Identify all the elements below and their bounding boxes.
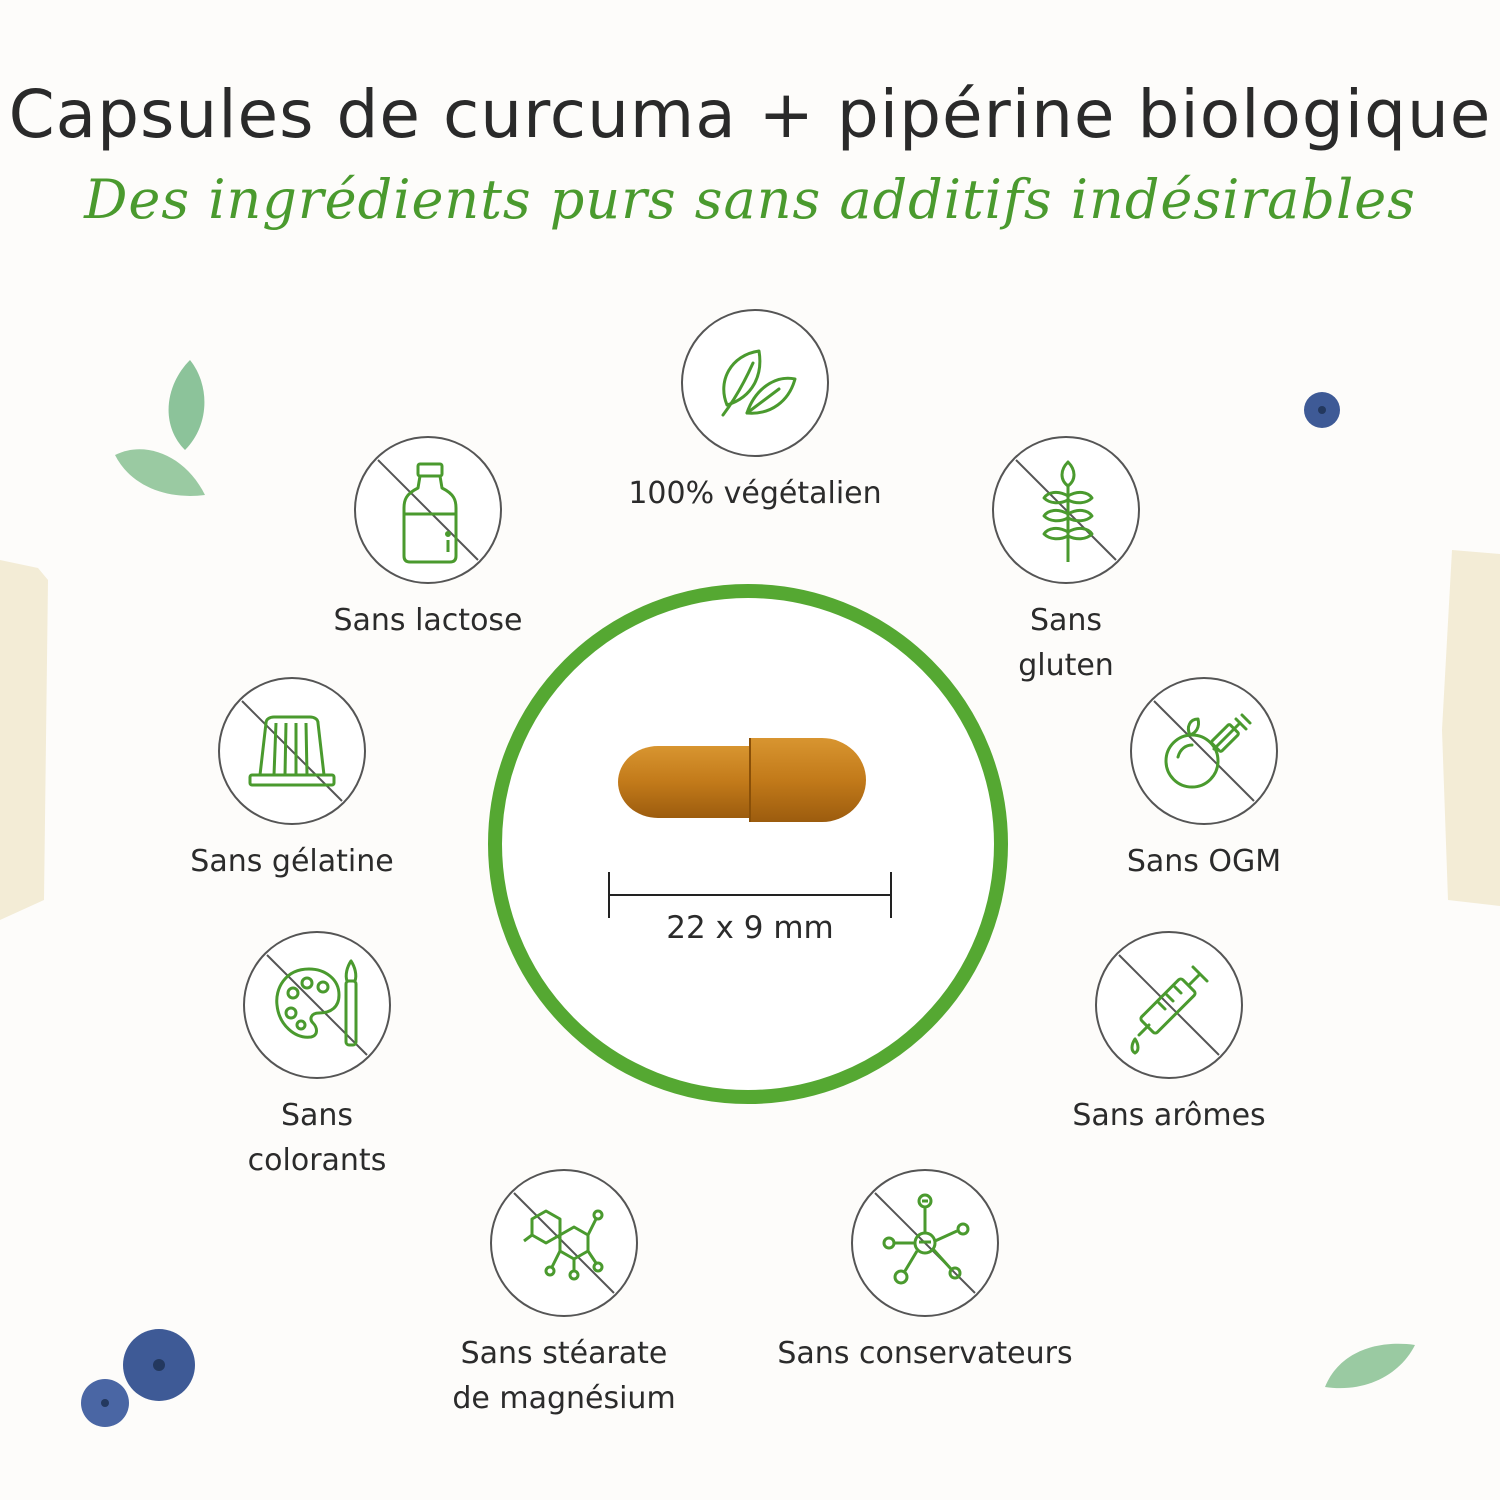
leaves-decoration-top-left	[110, 355, 220, 505]
dimension-line	[606, 868, 896, 922]
leaf-decoration-bottom-right	[1320, 1335, 1420, 1395]
feature-gmo-free-label: Sans OGM	[1126, 844, 1282, 879]
left-ribbon-decoration	[0, 560, 50, 920]
feature-vegan-badge	[681, 309, 829, 457]
capsule-image	[610, 732, 870, 828]
palette-icon	[266, 954, 368, 1056]
feature-colorant-free-label: Sans colorants	[247, 1098, 387, 1178]
feature-preservative-free-badge	[851, 1169, 999, 1317]
feature-gluten-free-badge	[992, 436, 1140, 584]
feature-flavor-free-label: Sans arômes	[1072, 1098, 1266, 1133]
jelly-icon	[241, 700, 343, 802]
capsule-dimension: 22 x 9 mm	[666, 910, 834, 946]
leaf-icon	[721, 349, 797, 417]
feature-preservative-free-label: Sans conservateurs	[777, 1336, 1073, 1371]
feature-gluten-free-label: Sans gluten	[1018, 603, 1114, 683]
molecule-icon	[513, 1192, 615, 1294]
feature-gelatin-free-badge	[218, 677, 366, 825]
milk-bottle-icon	[377, 459, 479, 564]
feature-lactose-free-label: Sans lactose	[333, 603, 523, 638]
feature-magnesium-stearate-free-badge	[490, 1169, 638, 1317]
feature-lactose-free-badge	[354, 436, 502, 584]
feature-colorant-free-badge	[243, 931, 391, 1079]
feature-gmo-free-badge	[1130, 677, 1278, 825]
feature-flavor-free-badge	[1095, 931, 1243, 1079]
feature-magnesium-stearate-free-label: Sans stéarate de magnésium	[452, 1336, 676, 1416]
blueberries-decoration-bottom-left	[75, 1325, 205, 1435]
right-ribbon-decoration	[1440, 550, 1500, 910]
blueberry-decoration-top-right	[1300, 388, 1344, 432]
atom-icon	[874, 1192, 976, 1294]
feature-gelatin-free-label: Sans gélatine	[190, 844, 394, 879]
orange-syringe-icon	[1153, 700, 1255, 802]
page-subtitle: Des ingrédients purs sans additifs indés…	[84, 168, 1416, 231]
syringe-icon	[1118, 954, 1220, 1056]
wheat-icon	[1015, 459, 1117, 562]
feature-vegan-label: 100% végétalien	[628, 476, 882, 511]
page-title: Capsules de curcuma + pipérine biologiqu…	[8, 76, 1492, 153]
